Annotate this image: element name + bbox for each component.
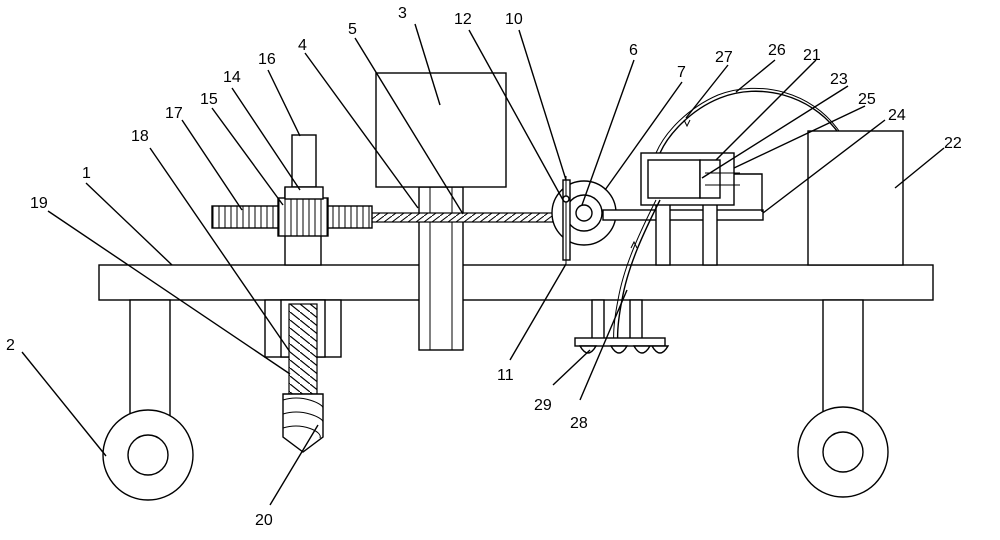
cylinder-frame (655, 196, 718, 266)
label-23: 23 (830, 71, 848, 88)
label-28: 28 (570, 415, 588, 432)
drill-bit (282, 393, 324, 453)
motor-box (375, 72, 507, 188)
tank-box (807, 130, 904, 266)
label-1: 1 (82, 165, 91, 182)
label-15: 15 (200, 91, 218, 108)
label-29: 29 (534, 397, 552, 414)
air-pipe (659, 90, 838, 154)
gear (277, 197, 329, 237)
label-11: 11 (497, 367, 514, 384)
label-19: 19 (30, 195, 48, 212)
right-shaft (602, 209, 764, 221)
label-27: 27 (715, 49, 733, 66)
label-2: 2 (6, 337, 15, 354)
label-24: 24 (888, 107, 906, 124)
label-25: 25 (858, 91, 876, 108)
label-26: 26 (768, 42, 786, 59)
label-18: 18 (131, 128, 149, 145)
label-12: 12 (454, 11, 472, 28)
label-7: 7 (677, 64, 686, 81)
label-5: 5 (348, 21, 357, 38)
spray-pipe (616, 199, 661, 346)
label-17: 17 (165, 105, 183, 122)
label-20: 20 (255, 512, 273, 529)
label-10: 10 (505, 11, 523, 28)
label-4: 4 (298, 37, 307, 54)
rod-bracket (734, 173, 763, 212)
center-column (418, 186, 464, 351)
label-21: 21 (803, 47, 821, 64)
spray-nozzle (574, 299, 670, 354)
label-6: 6 (629, 42, 638, 59)
left-wheel (102, 299, 194, 501)
leader-lines (21, 23, 945, 506)
label-16: 16 (258, 51, 276, 68)
label-22: 22 (944, 135, 962, 152)
top-motor (284, 134, 324, 200)
drill-screw (288, 303, 318, 395)
air-cylinder (640, 152, 740, 206)
label-14: 14 (223, 69, 241, 86)
platform-plate (98, 264, 934, 301)
part-labels: 1 2 3 4 5 6 7 10 11 12 14 15 16 17 18 19… (6, 5, 962, 529)
label-3: 3 (398, 5, 407, 22)
right-wheel (797, 299, 889, 498)
